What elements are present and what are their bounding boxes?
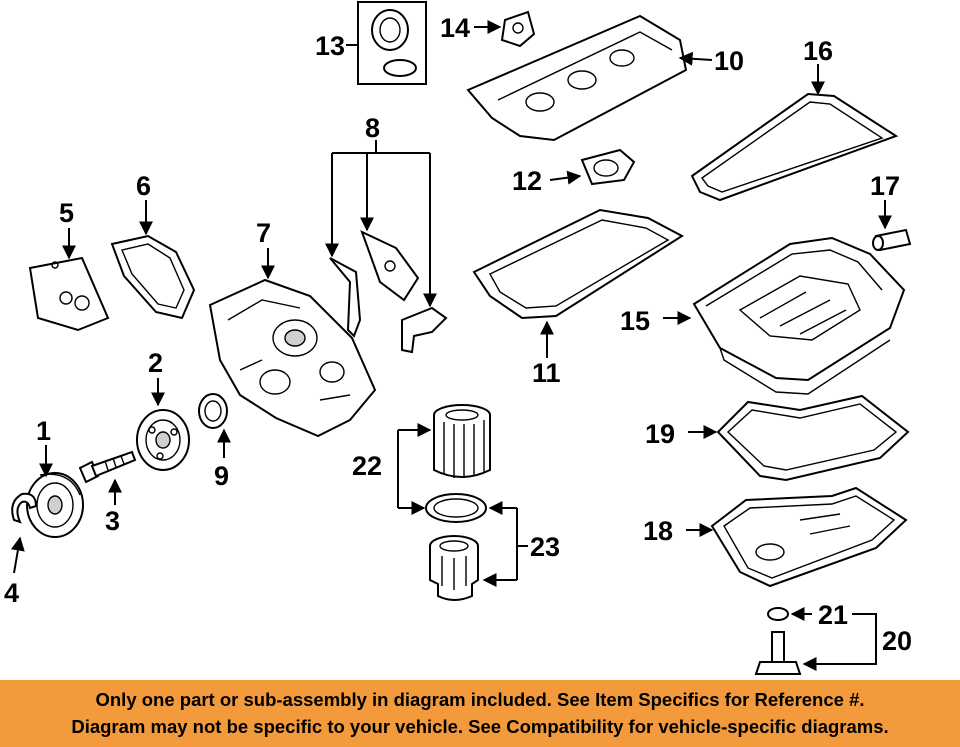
part-8-timing-guides: [329, 230, 448, 354]
part-21-washer: [767, 607, 789, 621]
part-7-timing-case: [208, 278, 377, 438]
callout-20: 20: [882, 626, 912, 656]
engine-parts-diagram: 1 2 3 4 5 6: [4, 1, 912, 675]
part-10-valve-cover: [466, 14, 688, 142]
part-3-bolt: [78, 450, 137, 484]
callout-13: 13: [315, 31, 345, 61]
callout-14: 14: [440, 13, 470, 43]
part-11-valve-cover-gasket: [472, 208, 684, 320]
callout-5: 5: [59, 198, 74, 228]
part-9-seal: [198, 393, 228, 429]
callout-19: 19: [645, 419, 675, 449]
callout-22: 22: [352, 451, 382, 481]
callout-15: 15: [620, 306, 650, 336]
callout-18: 18: [643, 516, 673, 546]
part-19-lower-pan-gasket: [716, 394, 910, 482]
callout-2: 2: [148, 348, 163, 378]
part-15-oil-pan: [692, 236, 906, 395]
part-14-flange: [500, 10, 536, 48]
callout-10: 10: [714, 46, 744, 76]
callout-6: 6: [136, 171, 151, 201]
part-12-gasket: [580, 148, 636, 186]
part-20-drain-plug: [754, 631, 802, 675]
part-2-pulley: [136, 409, 190, 471]
callout-11: 11: [532, 358, 561, 388]
callout-23: 23: [530, 532, 560, 562]
part-1-crank-damper: [26, 472, 84, 538]
part-22-oil-filter: [433, 404, 491, 478]
part-5-cover-plate: [28, 256, 110, 332]
callout-7: 7: [256, 218, 271, 248]
callout-21: 21: [818, 600, 848, 630]
part-22-o-ring: [425, 493, 487, 523]
part-6-gasket: [110, 234, 196, 320]
disclaimer-line-1: Only one part or sub-assembly in diagram…: [95, 689, 865, 710]
callout-3: 3: [105, 506, 120, 536]
callout-12: 12: [512, 166, 542, 196]
part-16-oil-pan-gasket: [690, 92, 899, 202]
part-18-lower-oil-pan: [710, 486, 908, 588]
callout-9: 9: [214, 461, 229, 491]
callout-4: 4: [4, 578, 19, 608]
callout-1: 1: [36, 416, 51, 446]
callout-17: 17: [870, 171, 900, 201]
disclaimer-banner: Only one part or sub-assembly in diagram…: [0, 680, 960, 747]
part-4-clip: [11, 492, 38, 524]
callout-8: 8: [365, 113, 380, 143]
disclaimer-line-2: Diagram may not be specific to your vehi…: [71, 716, 889, 737]
callout-16: 16: [803, 36, 833, 66]
part-23-filter-housing: [429, 535, 479, 601]
part-13-cap-and-seal: [357, 1, 427, 85]
part-17-sensor: [872, 228, 912, 252]
